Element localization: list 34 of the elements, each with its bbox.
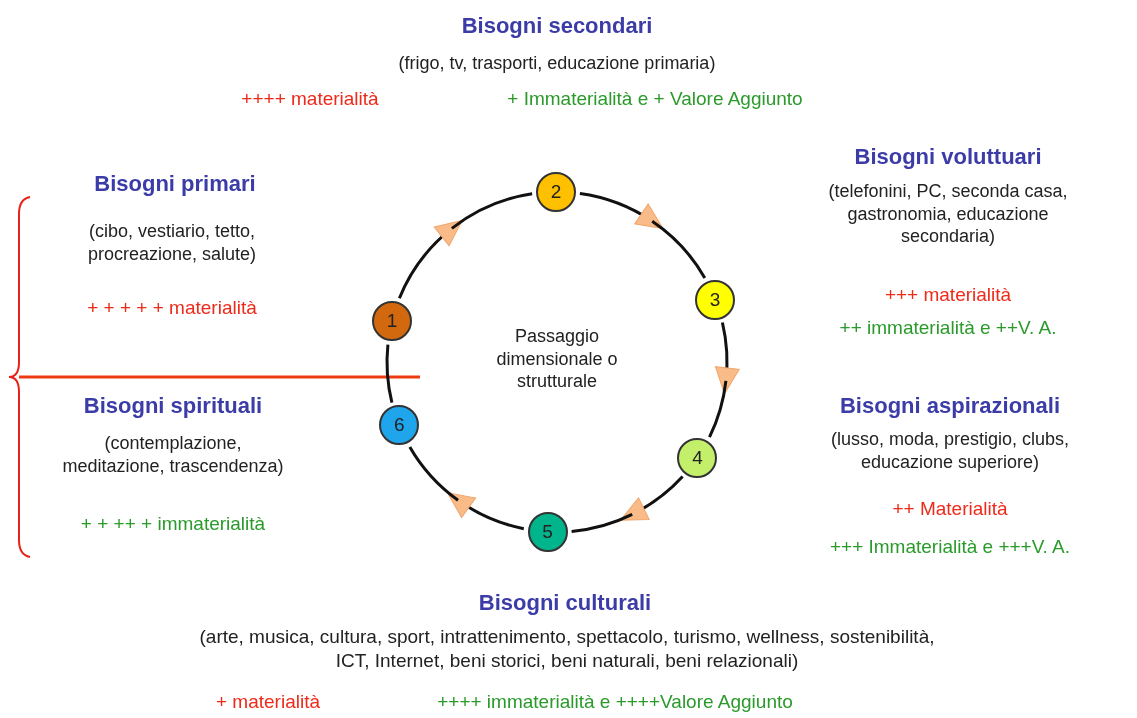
need-rating: +++ Immaterialità e +++V. A. bbox=[828, 535, 1072, 559]
need-rating: + + ++ + immaterialità bbox=[79, 512, 267, 536]
arrow bbox=[446, 492, 525, 531]
numbered-circle: 3 bbox=[695, 279, 736, 320]
need-examples: (contemplazione, meditazione, trascendenza) bbox=[61, 432, 285, 477]
numbered-circle: 4 bbox=[677, 437, 718, 478]
need-examples: (cibo, vestiario, tetto, procreazione, salute) bbox=[86, 220, 258, 265]
numbered-circle: 1 bbox=[372, 301, 412, 341]
need-rating: ++++ materialità bbox=[240, 87, 380, 111]
need-examples: (telefonini, PC, seconda casa, gastronomia, educazione secondaria) bbox=[827, 180, 1069, 248]
arrow bbox=[579, 192, 664, 229]
arrow bbox=[398, 219, 463, 299]
need-rating: + materialità bbox=[215, 690, 321, 714]
need-rating: ++++ immaterialità e ++++Valore Aggiunto bbox=[436, 690, 794, 714]
need-examples: (frigo, tv, trasporti, educazione primaria) bbox=[397, 52, 717, 75]
need-heading: Bisogni spirituali bbox=[82, 392, 264, 420]
arrow bbox=[620, 475, 684, 522]
need-rating: ++ immaterialità e ++V. A. bbox=[838, 316, 1058, 340]
need-heading: Bisogni primari bbox=[93, 170, 257, 198]
numbered-circle: 2 bbox=[535, 172, 576, 212]
need-heading: Bisogni culturali bbox=[477, 589, 653, 617]
need-rating: + Immaterialità e + Valore Aggiunto bbox=[506, 87, 804, 111]
center-label: Passaggio dimensionale o strutturale bbox=[495, 325, 619, 393]
need-rating: ++ Materialità bbox=[891, 497, 1009, 521]
numbered-circle: 5 bbox=[527, 511, 568, 552]
need-rating: +++ materialità bbox=[883, 283, 1013, 307]
numbered-circle: 6 bbox=[379, 405, 420, 446]
need-heading: Bisogni secondari bbox=[460, 12, 654, 40]
need-heading: Bisogni voluttuari bbox=[853, 143, 1043, 171]
need-examples: (lusso, moda, prestigio, clubs, educazione superiore) bbox=[829, 428, 1071, 473]
need-heading: Bisogni aspirazionali bbox=[838, 392, 1061, 420]
need-examples: (arte, musica, cultura, sport, intrattenimento, spettacolo, turismo, wellness, sostenibilità, ICT, Internet, beni storici, beni naturali, beni relazionali) bbox=[198, 625, 936, 673]
ring-arc bbox=[385, 344, 394, 403]
need-rating: + + + + + materialità bbox=[86, 296, 258, 320]
